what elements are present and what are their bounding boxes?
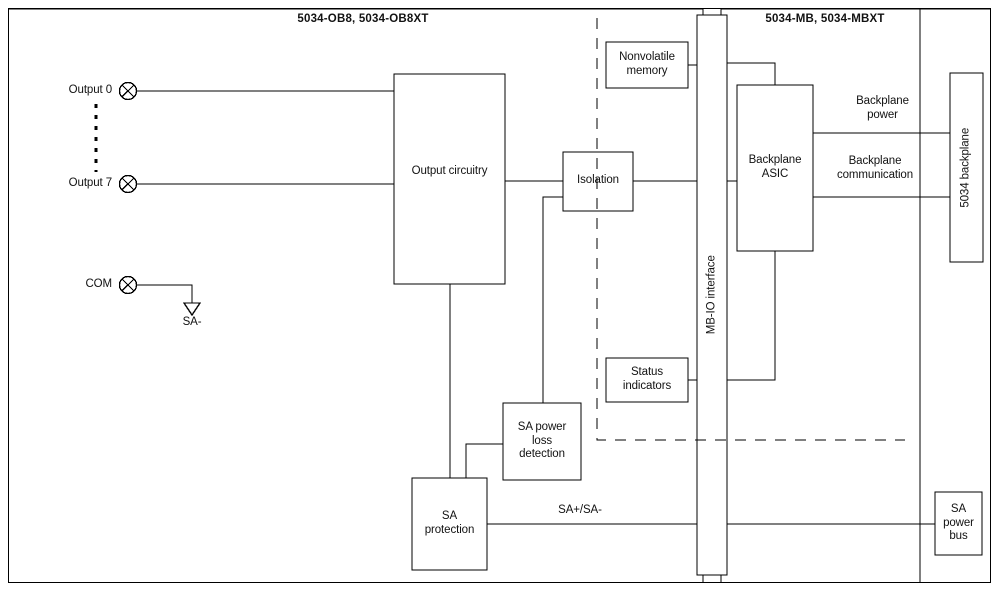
block-label-sa-protection: SA protection bbox=[424, 510, 475, 536]
sa-minus-ground-triangle bbox=[182, 302, 202, 317]
wire-mbio-to-asic-top bbox=[727, 62, 776, 85]
block-label-nonvolatile-memory: Nonvolatile memory bbox=[619, 51, 675, 77]
block-5034-backplane bbox=[949, 72, 984, 263]
terminal-label-output-7: Output 7 bbox=[68, 177, 112, 189]
terminal-label-com: COM bbox=[85, 278, 112, 290]
block-label-sa-power-loss-detection: SA power loss detection bbox=[517, 421, 567, 460]
block-label-output-circuitry: Output circuitry bbox=[411, 165, 488, 177]
wire-com-to-ground bbox=[136, 284, 193, 303]
wire-asic-bottom-to-mbio bbox=[727, 251, 776, 381]
block-isolation bbox=[562, 151, 634, 212]
block-sa-protection bbox=[411, 477, 488, 571]
block-label-5034-backplane: 5034 backplane bbox=[959, 127, 972, 208]
block-label-sa-power-bus: SA power bus bbox=[943, 503, 974, 542]
terminal-output-7-symbol bbox=[118, 174, 138, 194]
terminal-com-symbol bbox=[118, 275, 138, 295]
block-sa-power-bus bbox=[934, 491, 983, 556]
ground-label-sa-minus: SA- bbox=[182, 316, 202, 328]
block-label-mb-io-interface: MB-IO interface bbox=[705, 255, 718, 335]
block-label-isolation: Isolation bbox=[577, 174, 619, 186]
isolation-boundary-dashed bbox=[596, 18, 905, 441]
block-sa-power-loss-detection bbox=[502, 402, 582, 481]
block-label-backplane-asic: Backplane ASIC bbox=[748, 154, 802, 180]
wire-isolation-to-sa-power-loss bbox=[542, 196, 563, 403]
terminal-output-0-symbol bbox=[118, 81, 138, 101]
block-output-circuitry bbox=[393, 73, 506, 285]
terminal-label-output-0: Output 0 bbox=[68, 84, 112, 96]
signal-label-sa-plus-minus: SA+/SA- bbox=[558, 504, 602, 516]
signal-label-backplane-communication: Backplane communication bbox=[836, 155, 914, 181]
title-right-module: 5034-MB, 5034-MBXT bbox=[765, 13, 885, 25]
wire-sa-power-loss-to-protection bbox=[465, 443, 503, 478]
signal-label-backplane-power: Backplane power bbox=[856, 95, 909, 121]
title-left-module: 5034-OB8, 5034-OB8XT bbox=[297, 13, 429, 25]
block-nonvolatile-memory bbox=[605, 41, 689, 89]
block-label-status-indicators: Status indicators bbox=[622, 366, 672, 392]
block-mb-io-interface bbox=[696, 14, 728, 576]
